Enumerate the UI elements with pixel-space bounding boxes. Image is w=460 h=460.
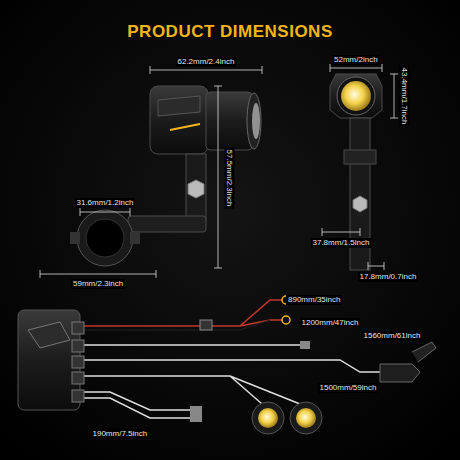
dimension-label: 1560mm/61inch bbox=[362, 331, 423, 341]
dimension-label: 37.8mm/1.5inch bbox=[311, 238, 372, 248]
dimension-label: 57.5mm/2.3inch bbox=[224, 148, 234, 209]
dimension-label: 52mm/2inch bbox=[332, 55, 380, 65]
dimension-label: 59mm/2.3inch bbox=[71, 279, 125, 289]
dimension-label: 43.4mm/1.7inch bbox=[399, 66, 409, 127]
dimension-label: 890mm/35inch bbox=[286, 295, 342, 305]
dimension-label: 190mm/7.5inch bbox=[91, 429, 150, 439]
side-view-light bbox=[70, 86, 261, 266]
page-title: PRODUCT DIMENSIONS bbox=[127, 22, 332, 42]
dimension-label: 31.6mm/1.2inch bbox=[75, 198, 136, 208]
light-pair bbox=[252, 402, 322, 434]
control-box bbox=[18, 310, 84, 410]
dimension-label: 17.8mm/0.7inch bbox=[358, 272, 419, 282]
dimension-label: 1500mm/59inch bbox=[318, 383, 379, 393]
dimension-label: 62.2mm/2.4inch bbox=[176, 57, 237, 67]
dimension-label: 1200mm/47inch bbox=[300, 318, 361, 328]
wiring-harness bbox=[80, 296, 436, 422]
dimension-lines bbox=[40, 64, 398, 278]
